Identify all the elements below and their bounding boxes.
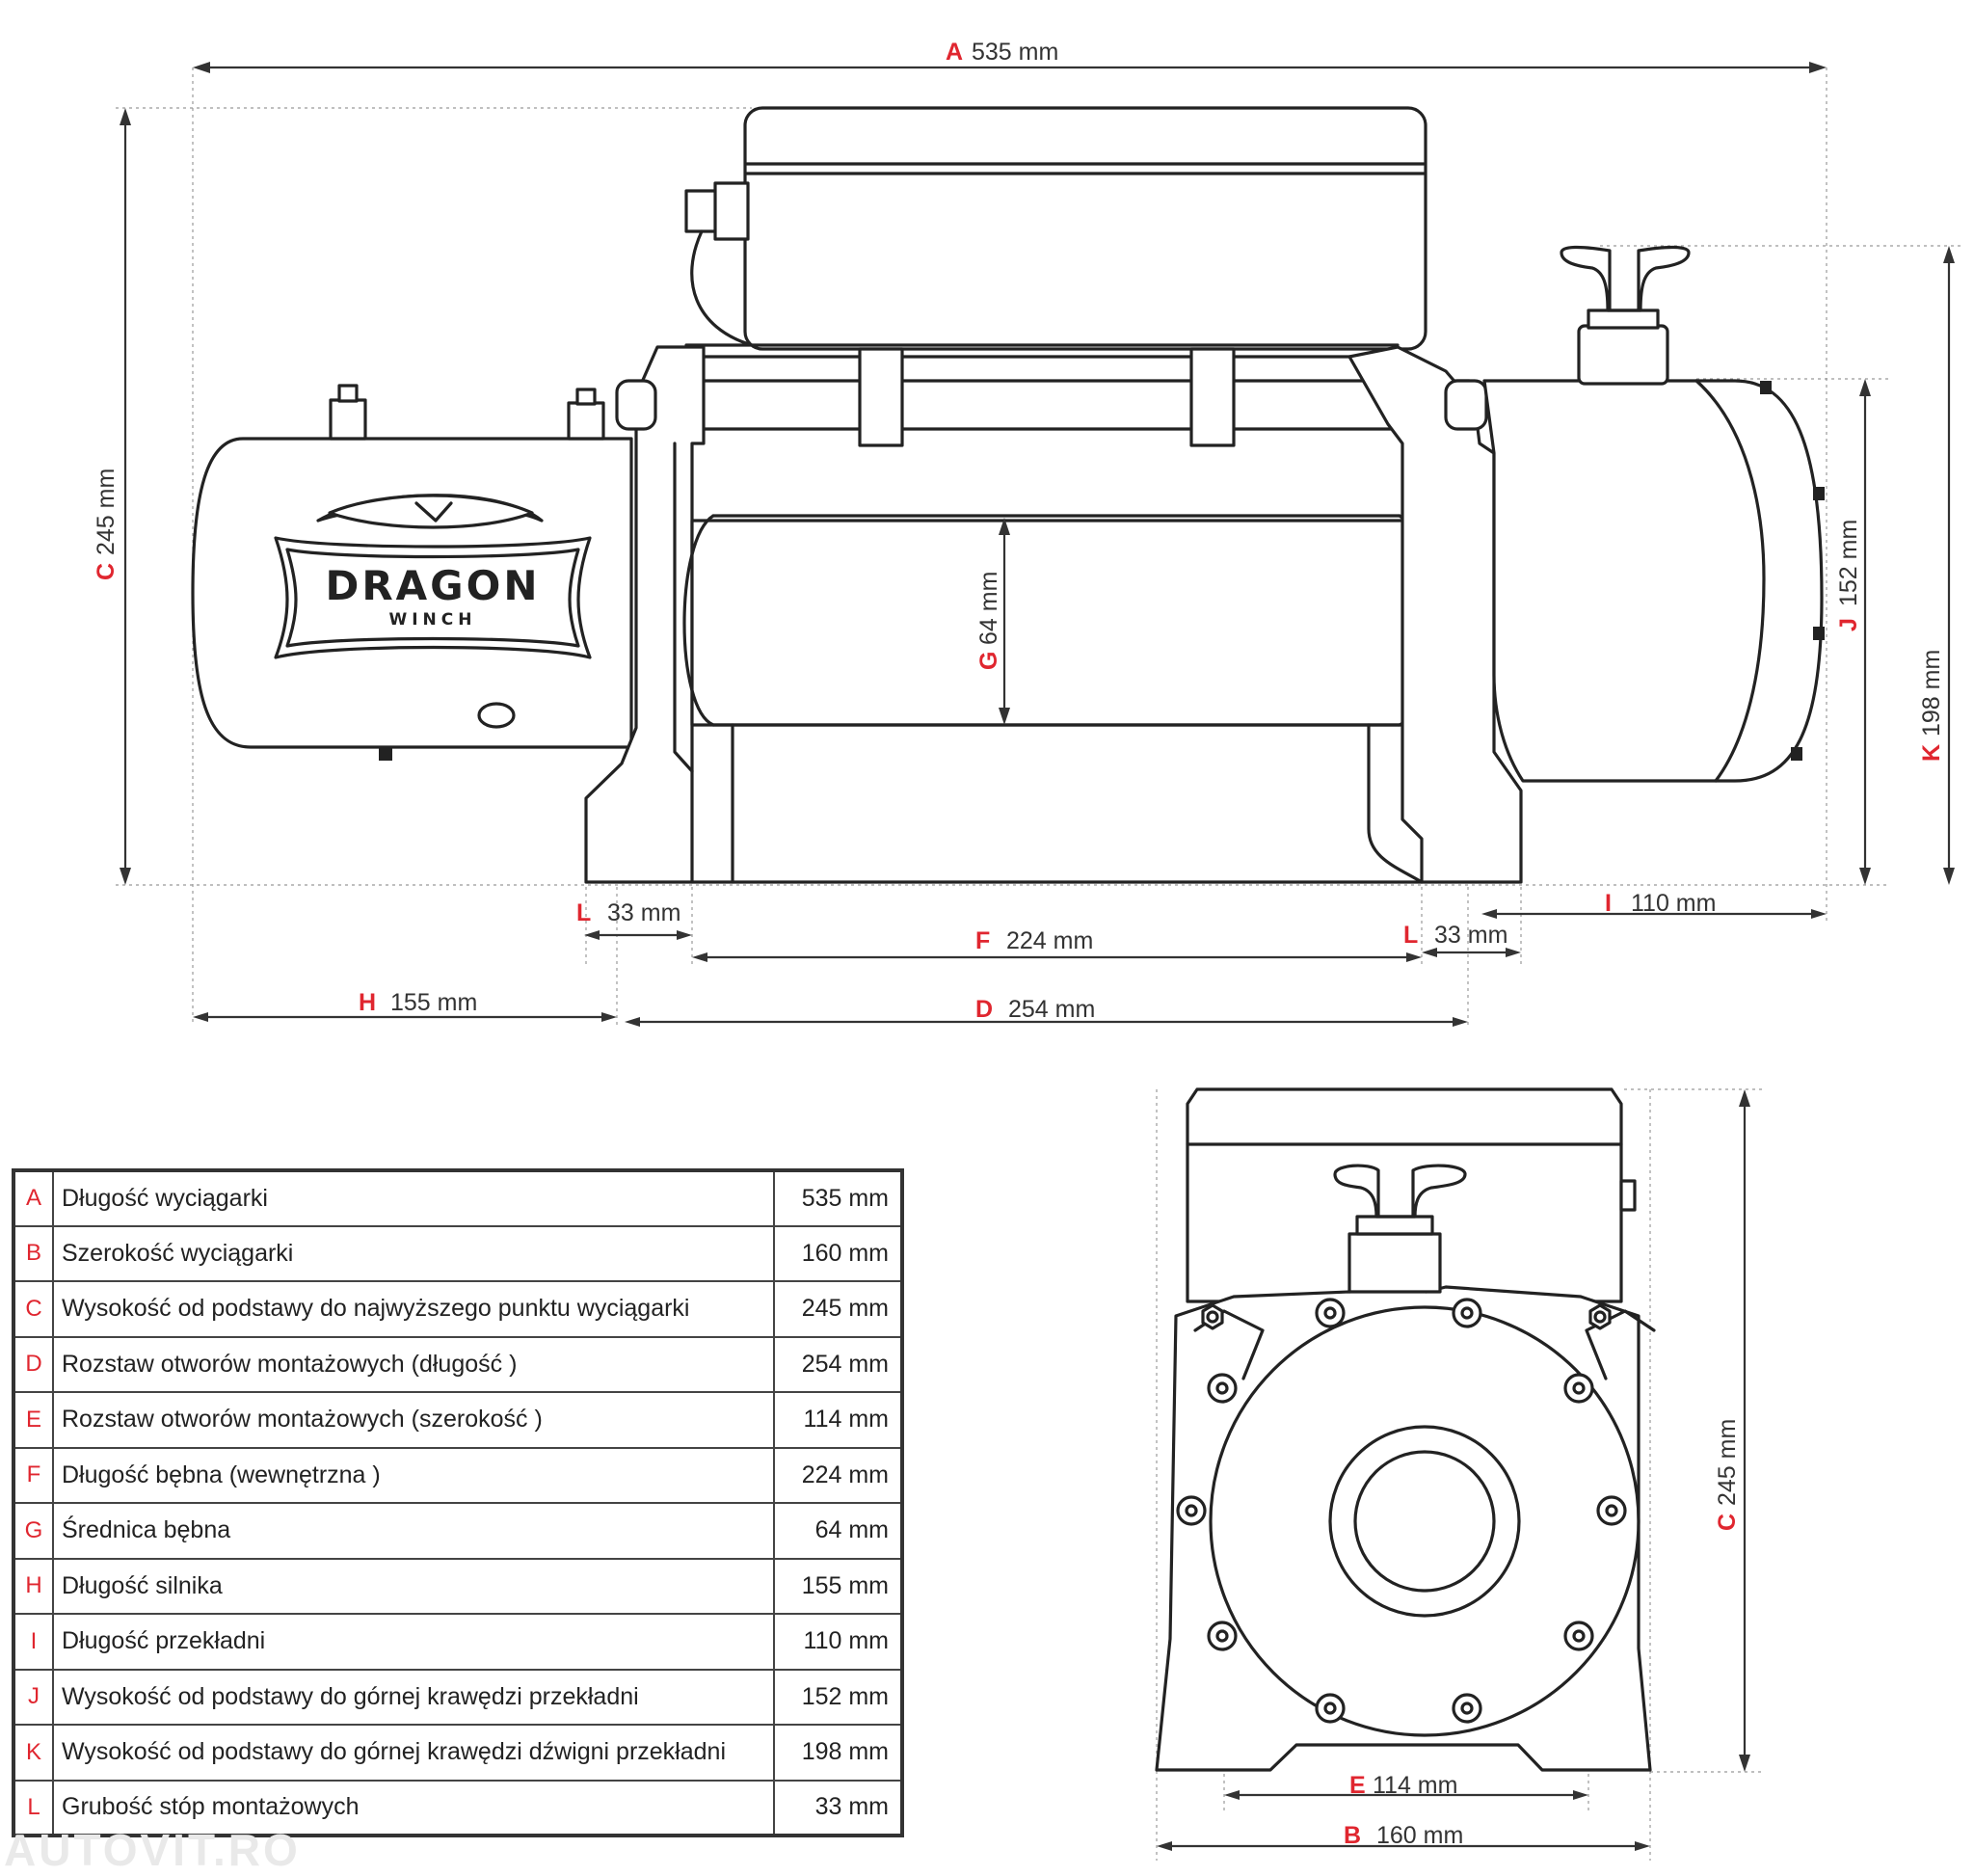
dim-c-front-letter: C xyxy=(1714,1514,1741,1531)
cable-drum xyxy=(682,514,1430,884)
row-label: Długość przekładni xyxy=(52,1613,775,1671)
watermark: AUTOVIT.RO xyxy=(4,1825,301,1875)
control-box xyxy=(684,106,1427,351)
gearbox xyxy=(1482,245,1825,783)
logo-brand: DRAGON xyxy=(325,562,540,609)
row-value: 110 mm xyxy=(773,1613,903,1671)
row-value: 224 mm xyxy=(773,1446,903,1504)
dim-k-letter: K xyxy=(1918,744,1945,762)
row-value: 33 mm xyxy=(773,1779,903,1836)
dim-d-value: 254 mm xyxy=(1008,996,1095,1023)
row-letter: L xyxy=(13,1779,54,1836)
logo-sub: WINCH xyxy=(388,610,476,630)
corner-bolts xyxy=(1201,1303,1612,1330)
clutch-lever xyxy=(1560,245,1691,386)
dim-h-letter: H xyxy=(359,989,376,1016)
dim-j-value: 152 mm xyxy=(1835,520,1862,606)
row-letter: H xyxy=(13,1557,54,1615)
dim-h-value: 155 mm xyxy=(390,989,477,1016)
dim-c-value: 245 mm xyxy=(93,469,120,555)
flange-bolts xyxy=(1176,1298,1627,1724)
row-label: Szerokość wyciągarki xyxy=(52,1224,775,1282)
row-label: Rozstaw otworów montażowych (długość ) xyxy=(52,1335,775,1393)
row-value: 245 mm xyxy=(773,1280,903,1338)
dim-j-letter: J xyxy=(1835,618,1862,631)
row-value: 152 mm xyxy=(773,1668,903,1726)
winch-front-view: C 245 mm E 114 mm B 160 mm xyxy=(1155,1087,1764,1861)
row-letter: D xyxy=(13,1335,54,1393)
row-label: Wysokość od podstawy do najwyższego punk… xyxy=(52,1280,775,1338)
row-label: Wysokość od podstawy do górnej krawędzi … xyxy=(52,1668,775,1726)
dim-d-letter: D xyxy=(975,996,993,1023)
row-value: 114 mm xyxy=(773,1391,903,1449)
dim-i-letter: I xyxy=(1605,890,1612,917)
row-value: 198 mm xyxy=(773,1724,903,1782)
dim-a-value: 535 mm xyxy=(972,39,1058,66)
dim-l-right-value: 33 mm xyxy=(1434,922,1507,949)
row-letter: A xyxy=(13,1169,54,1227)
dim-e-letter: E xyxy=(1349,1772,1366,1799)
dim-e-value: 114 mm xyxy=(1373,1772,1457,1799)
dim-g-value: 64 mm xyxy=(975,572,1002,645)
row-label: Grubość stóp montażowych xyxy=(52,1779,775,1836)
row-value: 64 mm xyxy=(773,1502,903,1560)
row-letter: F xyxy=(13,1446,54,1504)
row-letter: E xyxy=(13,1391,54,1449)
motor: DRAGON WINCH xyxy=(191,384,633,761)
dim-f-value: 224 mm xyxy=(1006,927,1093,954)
right-bracket xyxy=(1347,345,1523,884)
front-clutch-lever xyxy=(1333,1164,1467,1294)
row-letter: G xyxy=(13,1502,54,1560)
dim-k-value: 198 mm xyxy=(1918,650,1945,737)
row-letter: K xyxy=(13,1724,54,1782)
row-letter: I xyxy=(13,1613,54,1671)
dim-i-value: 110 mm xyxy=(1631,890,1716,917)
row-value: 535 mm xyxy=(773,1169,903,1227)
row-label: Długość wyciągarki xyxy=(52,1169,775,1227)
dim-a-letter: A xyxy=(946,39,963,66)
dim-l-right-letter: L xyxy=(1403,922,1418,949)
row-letter: J xyxy=(13,1668,54,1726)
row-value: 155 mm xyxy=(773,1557,903,1615)
dim-l-left-letter: L xyxy=(576,899,591,926)
dim-b-value: 160 mm xyxy=(1376,1822,1463,1849)
row-letter: B xyxy=(13,1224,54,1282)
winch-side-view: DRAGON WINCH xyxy=(93,39,1961,1027)
row-label: Wysokość od podstawy do górnej krawędzi … xyxy=(52,1724,775,1782)
dim-g-letter: G xyxy=(975,652,1002,670)
row-label: Rozstaw otworów montażowych (szerokość ) xyxy=(52,1391,775,1449)
row-label: Średnica bębna xyxy=(52,1502,775,1560)
dim-c-letter: C xyxy=(93,563,120,580)
row-label: Długość silnika xyxy=(52,1557,775,1615)
dim-f-letter: F xyxy=(975,927,990,954)
dim-b-letter: B xyxy=(1344,1822,1361,1849)
row-label: Długość bębna (wewnętrzna ) xyxy=(52,1446,775,1504)
dim-c-front-value: 245 mm xyxy=(1714,1419,1741,1506)
row-value: 160 mm xyxy=(773,1224,903,1282)
row-letter: C xyxy=(13,1280,54,1338)
row-value: 254 mm xyxy=(773,1335,903,1393)
dim-l-left-value: 33 mm xyxy=(607,899,680,926)
dragon-winch-logo: DRAGON WINCH xyxy=(274,494,592,659)
